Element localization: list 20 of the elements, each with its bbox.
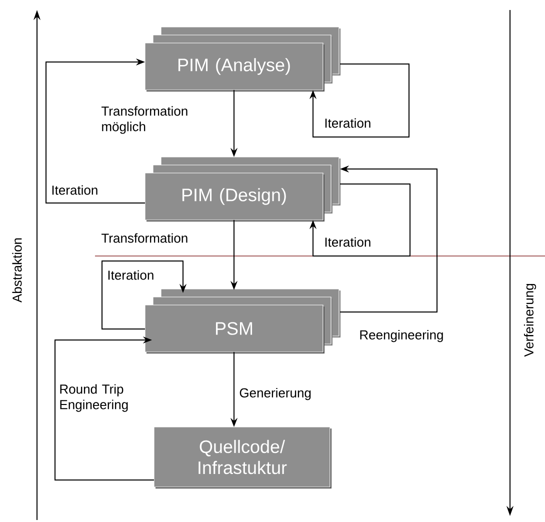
axis-label: Verfeinerung <box>524 284 536 357</box>
edge-label: Iteration <box>52 185 98 195</box>
stacked-box: PIM (Analyse) <box>144 26 340 92</box>
edge-label: Generierung <box>240 388 311 400</box>
edge-label: Reengineering <box>360 330 443 342</box>
stacked-box: PSM <box>144 288 340 354</box>
edge-label: Iteration <box>325 118 370 128</box>
edge-label: Iteration <box>325 237 370 247</box>
edge-label: Iteration <box>108 270 154 280</box>
edge-label: Transformation möglich <box>102 106 188 134</box>
stacked-box: PIM (Design) <box>144 156 340 222</box>
edge-label: Transformation <box>102 233 188 243</box>
process-box: Quellcode/ Infrastuktur <box>154 426 332 488</box>
arrow <box>54 336 154 480</box>
arrow <box>309 184 410 256</box>
axis-label: Abstraktion <box>12 238 22 302</box>
edge-label: Round Trip Engineering <box>60 384 128 412</box>
arrow <box>102 260 187 330</box>
arrow <box>309 64 410 138</box>
arrow <box>46 58 146 204</box>
